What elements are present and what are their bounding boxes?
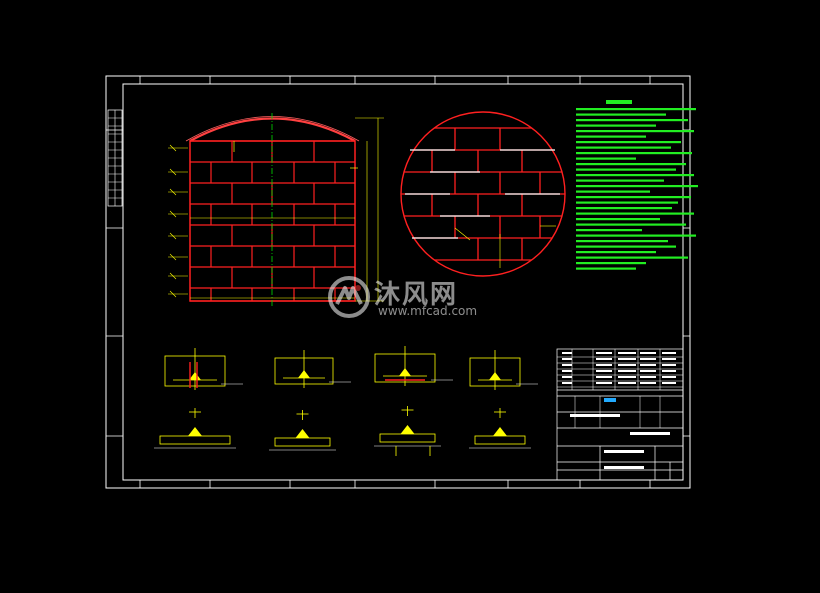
cad-line <box>576 174 694 177</box>
cad-line <box>604 466 644 469</box>
cad-line <box>169 232 177 240</box>
cad-line <box>576 141 681 144</box>
cad-line <box>576 240 668 243</box>
cad-line <box>576 157 636 160</box>
cad-line <box>576 168 676 171</box>
cad-line <box>576 245 676 248</box>
cad-line <box>576 130 694 133</box>
cad-line <box>489 372 501 380</box>
cad-line <box>662 382 676 384</box>
cad-line <box>576 185 698 188</box>
cad-line <box>169 210 177 218</box>
cad-line <box>576 146 671 149</box>
cad-line <box>562 376 572 378</box>
cad-line <box>189 372 201 380</box>
cad-line <box>188 427 202 436</box>
cad-line <box>576 196 691 199</box>
cad-line <box>640 376 656 378</box>
cad-line <box>576 251 656 254</box>
cad-line <box>562 358 572 360</box>
watermark-logo-icon <box>328 276 370 318</box>
cad-line <box>576 190 650 193</box>
cad-line <box>576 124 656 127</box>
cad-line <box>618 352 636 354</box>
cad-line <box>618 358 636 360</box>
cad-line <box>596 364 612 366</box>
cad-line <box>576 179 664 182</box>
cad-line <box>570 414 620 417</box>
cad-line <box>295 429 310 438</box>
cad-line <box>576 152 692 155</box>
technical-notes <box>576 100 698 270</box>
cad-line <box>596 376 612 378</box>
cad-line <box>640 352 656 354</box>
cad-line <box>576 207 672 210</box>
cad-line <box>576 234 696 237</box>
cad-line <box>662 364 676 366</box>
cad-line <box>618 376 636 378</box>
cad-line <box>662 358 676 360</box>
cad-line <box>169 272 177 280</box>
cad-line <box>562 370 572 372</box>
cad-line <box>576 201 678 204</box>
watermark: 沐风网 www.mfcad.com <box>328 272 498 322</box>
weld-details <box>154 346 538 456</box>
cad-line <box>640 382 656 384</box>
cad-line <box>576 267 636 270</box>
cad-line <box>596 358 612 360</box>
cad-line <box>169 290 177 298</box>
cad-line <box>640 358 656 360</box>
cad-line <box>576 163 686 166</box>
cad-line <box>169 168 177 176</box>
cad-line <box>493 427 507 436</box>
cad-line <box>640 364 656 366</box>
title-block <box>556 348 684 481</box>
cad-line <box>576 119 688 122</box>
cad-line <box>618 364 636 366</box>
cad-line <box>169 253 177 261</box>
cad-line <box>576 256 688 259</box>
tank-elevation <box>168 113 384 306</box>
cad-line <box>562 352 572 354</box>
cad-line <box>576 218 660 221</box>
cad-line <box>576 135 646 138</box>
cad-line <box>576 223 686 226</box>
detail-circle <box>400 111 566 277</box>
cad-line <box>400 425 415 434</box>
cad-line <box>604 450 644 453</box>
cad-line <box>576 262 646 265</box>
watermark-domain: www.mfcad.com <box>378 304 478 318</box>
cad-line <box>596 382 612 384</box>
cad-line <box>618 382 636 384</box>
watermark-brand: 沐风网 <box>374 280 459 310</box>
cad-line <box>618 370 636 372</box>
cad-line <box>399 368 411 376</box>
cad-line <box>576 229 642 232</box>
cad-line <box>640 370 656 372</box>
cad-line <box>596 370 612 372</box>
cad-line <box>169 188 177 196</box>
cad-line <box>662 370 676 372</box>
cad-line <box>298 370 310 378</box>
cad-line <box>169 144 177 152</box>
cad-line <box>576 212 694 215</box>
cad-line <box>596 352 612 354</box>
cad-line <box>562 382 572 384</box>
cad-line <box>630 432 670 435</box>
cad-line <box>576 113 666 116</box>
cad-line <box>662 376 676 378</box>
cad-line <box>576 108 696 111</box>
cad-line <box>662 352 676 354</box>
cad-line <box>562 364 572 366</box>
